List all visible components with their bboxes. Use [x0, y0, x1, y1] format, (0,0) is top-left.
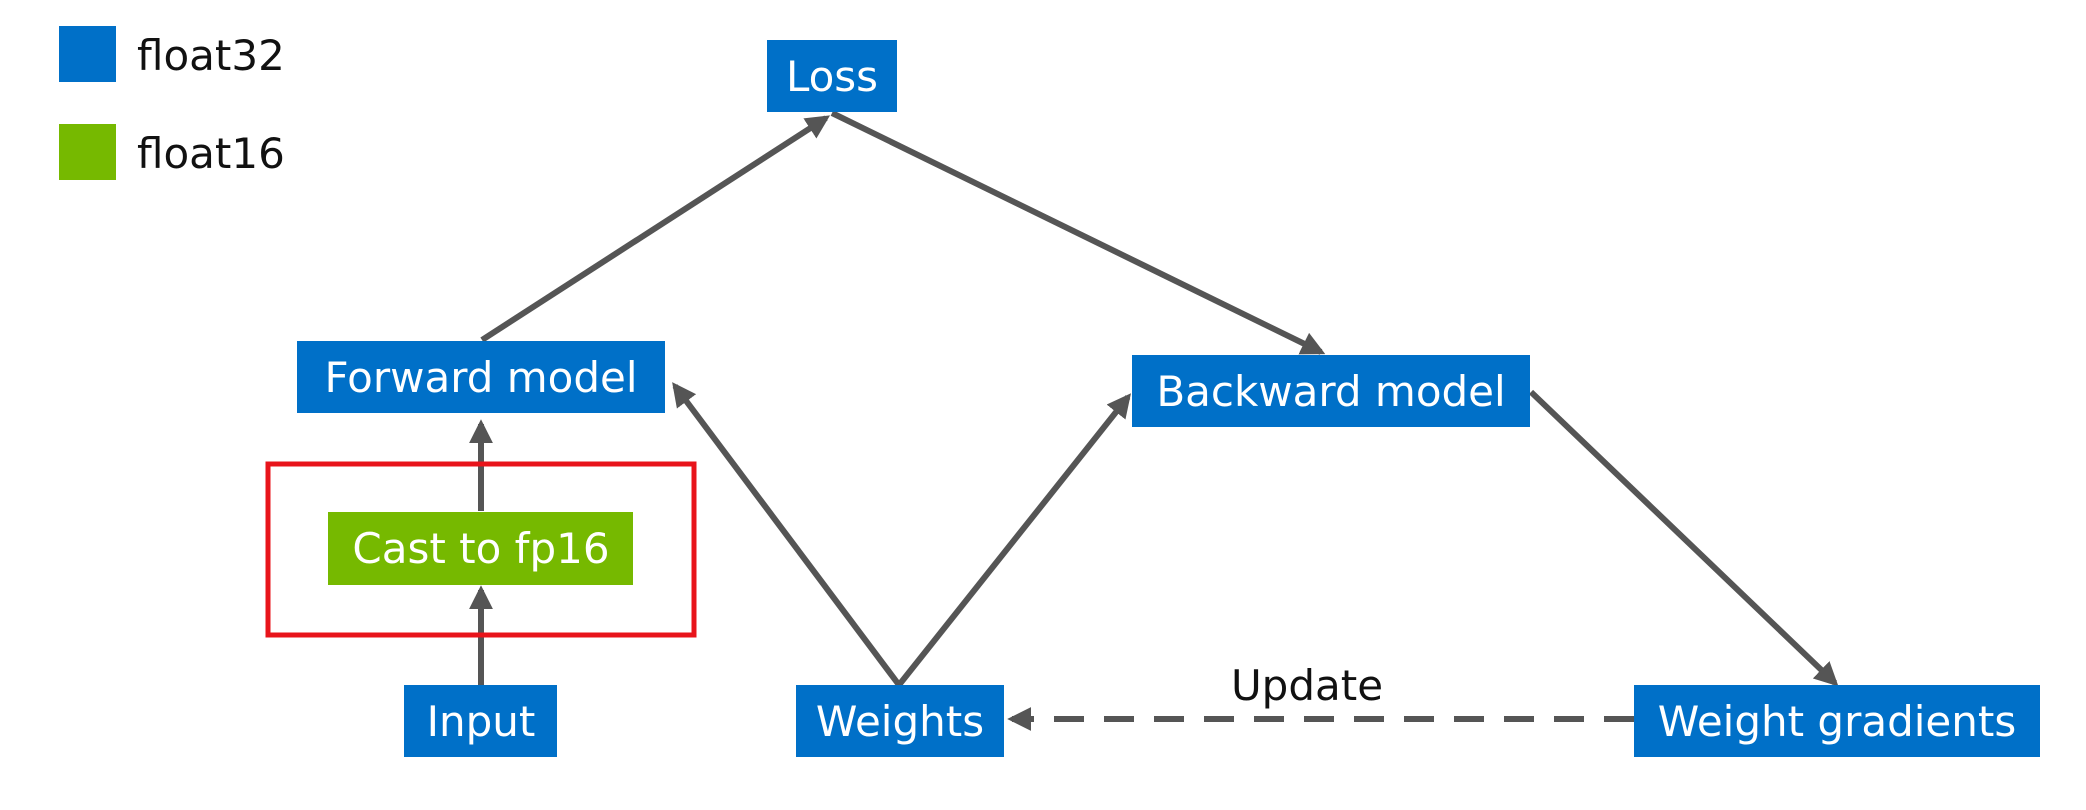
node-forward-model: Forward model	[297, 341, 665, 413]
node-cast-to-fp16: Cast to fp16	[328, 512, 633, 585]
node-weights-label: Weights	[816, 697, 984, 746]
legend-swatch-float32	[59, 26, 116, 82]
legend-label-float16: float16	[137, 129, 285, 178]
node-cast-to-fp16-label: Cast to fp16	[352, 524, 609, 573]
highlight-box	[265, 461, 697, 638]
node-input: Input	[404, 685, 557, 757]
node-backward-model-label: Backward model	[1156, 367, 1505, 416]
node-loss-label: Loss	[786, 52, 878, 101]
edge-weights-to-forward	[672, 382, 902, 687]
edge-label-update: Update	[1231, 661, 1383, 710]
node-weight-gradients-label: Weight gradients	[1658, 697, 2016, 746]
legend-label-float32: float32	[137, 31, 285, 80]
edge-weights-to-backward	[896, 393, 1131, 687]
node-weights: Weights	[796, 685, 1004, 757]
node-forward-model-label: Forward model	[324, 353, 637, 402]
edges	[469, 110, 1839, 731]
node-backward-model: Backward model	[1132, 355, 1530, 427]
edge-forward-to-loss	[480, 115, 831, 343]
legend: float32 float16	[59, 26, 285, 180]
legend-swatch-float16	[59, 124, 116, 180]
node-loss: Loss	[767, 40, 897, 112]
node-input-label: Input	[427, 697, 536, 746]
edge-backward-to-gradients	[1528, 389, 1839, 687]
node-weight-gradients: Weight gradients	[1634, 685, 2040, 757]
edge-loss-to-backward	[830, 110, 1326, 355]
